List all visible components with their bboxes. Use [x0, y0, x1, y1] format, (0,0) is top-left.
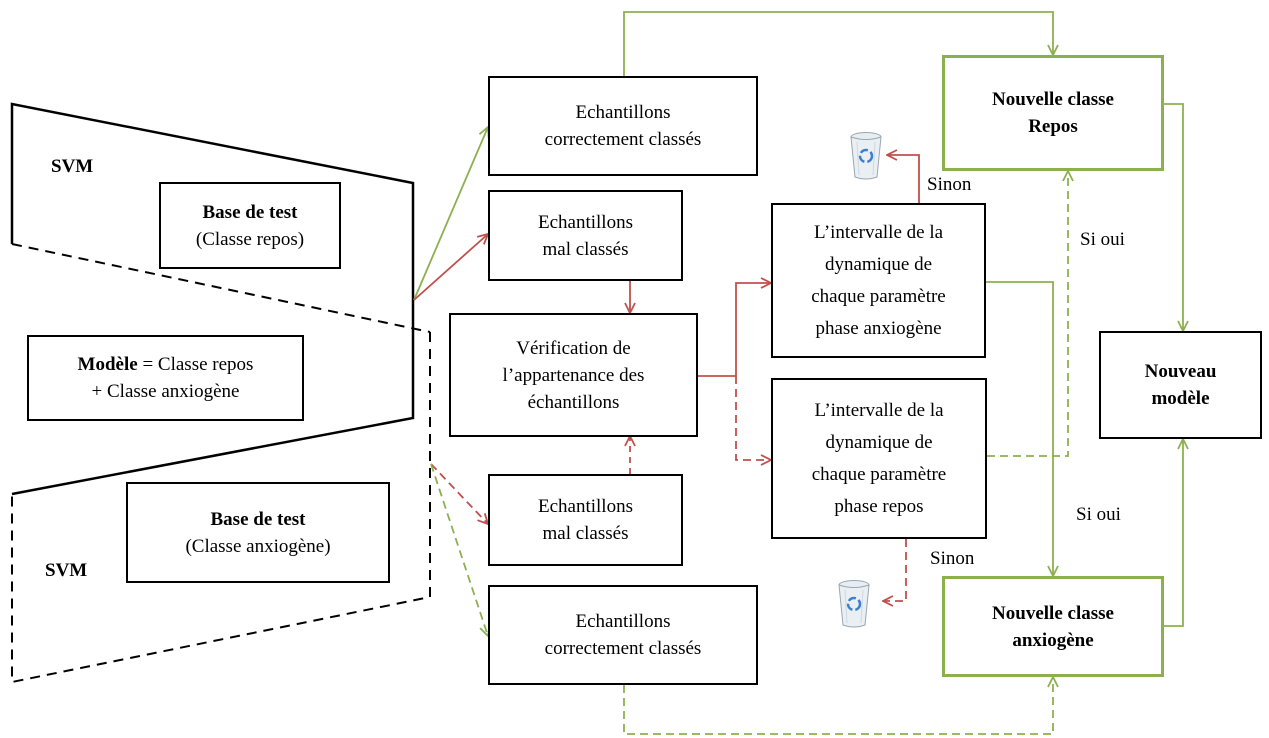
misclassified-top-box: Echantillons mal classés: [488, 190, 683, 281]
new-class-anxio-line1: Nouvelle classe: [992, 602, 1114, 624]
new-class-repos-line1: Nouvelle classe: [992, 89, 1114, 110]
recycle-bin-icon-top: [850, 132, 882, 180]
test-base-anxio-box: Base de test (Classe anxiogène): [126, 482, 390, 583]
correct-top-line1: Echantillons: [575, 102, 671, 123]
new-class-anxio-box: Nouvelle classe anxiogène: [942, 576, 1164, 677]
model-line1-rest: = Classe repos: [137, 354, 254, 375]
arrow-verification-to-interval-anxio: [698, 283, 771, 377]
arrow-correct-bottom-to-new-class-anxio: [623, 677, 1053, 735]
model-bold-label: Modèle: [77, 354, 138, 375]
correct-bottom-line2: correctement classés: [544, 638, 702, 659]
misclassified-top-line1: Echantillons: [538, 211, 633, 233]
new-class-anxio-line2: anxiogène: [1012, 629, 1094, 651]
new-model-line1: Nouveau: [1144, 361, 1217, 382]
arrow-to-misclassified-top: [413, 234, 488, 301]
interval-anxio-line3: chaque paramètre: [811, 285, 946, 307]
arrow-interval-repos-to-new-class-repos: [987, 171, 1068, 457]
test-base-repos-title: Base de test: [202, 201, 298, 223]
new-class-repos-box: Nouvelle classe Repos: [942, 55, 1164, 171]
recycle-bin-icon-bottom: [838, 580, 870, 628]
svm-region-top-outline: [10, 102, 415, 496]
model-line2: + Classe anxiogène: [91, 381, 240, 402]
sinon-top-label: Sinon: [927, 174, 972, 195]
si-oui-bottom-label: Si oui: [1076, 504, 1121, 525]
correct-bottom-line1: Echantillons: [575, 611, 671, 632]
verification-line3: échantillons: [527, 391, 620, 413]
new-model-box: Nouveau modèle: [1099, 331, 1262, 439]
new-class-repos-line2: Repos: [1028, 116, 1078, 137]
test-base-anxio-title: Base de test: [210, 508, 306, 530]
test-base-repos-box: Base de test (Classe repos): [159, 182, 341, 269]
interval-repos-box: L’intervalle de la dynamique de chaque p…: [771, 378, 987, 539]
correct-bottom-box: Echantillons correctement classés: [488, 585, 758, 685]
interval-anxio-box: L’intervalle de la dynamique de chaque p…: [771, 203, 986, 358]
interval-anxio-line4: phase anxiogène: [815, 317, 942, 339]
arrow-to-correct-top: [413, 127, 488, 301]
verification-line2: l’appartenance des: [502, 364, 645, 386]
arrow-correct-top-to-new-class-repos: [623, 11, 1053, 76]
test-base-repos-subtitle: (Classe repos): [195, 228, 305, 250]
svm-top-label: SVM: [51, 156, 94, 177]
model-box: Modèle = Classe repos + Classe anxiogène: [27, 335, 304, 421]
misclassified-bottom-box: Echantillons mal classés: [488, 474, 683, 566]
verification-box: Vérification de l’appartenance des échan…: [449, 313, 698, 437]
interval-anxio-line1: L’intervalle de la: [813, 221, 944, 243]
new-model-line2: modèle: [1151, 388, 1210, 409]
interval-anxio-line2: dynamique de: [824, 253, 933, 275]
arrow-interval-anxio-to-new-class-anxio: [986, 281, 1053, 576]
interval-repos-line1: L’intervalle de la: [814, 399, 944, 421]
test-base-anxio-subtitle: (Classe anxiogène): [185, 535, 331, 557]
sinon-bottom-label: Sinon: [930, 548, 975, 569]
si-oui-top-label: Si oui: [1080, 229, 1125, 250]
verification-line1: Vérification de: [516, 337, 631, 359]
svm-region-dashed-top-edge: [11, 243, 431, 333]
arrow-to-misclassified-bottom: [430, 463, 488, 524]
correct-top-box: Echantillons correctement classés: [488, 76, 758, 176]
arrow-interval-anxio-to-trash: [887, 155, 920, 203]
arrow-new-class-repos-to-new-model: [1164, 103, 1183, 331]
arrow-new-class-anxio-to-new-model: [1164, 439, 1183, 627]
misclassified-bottom-line2: mal classés: [542, 523, 629, 544]
svm-bottom-label: SVM: [45, 560, 88, 581]
svm-region-dashed-outline: [11, 332, 431, 684]
arrow-verification-to-interval-repos: [735, 376, 771, 460]
interval-repos-line3: chaque paramètre: [811, 463, 947, 485]
misclassified-top-line2: mal classés: [542, 238, 629, 260]
arrow-interval-repos-to-trash: [883, 539, 907, 601]
model-line1: Modèle = Classe repos: [78, 351, 254, 378]
misclassified-bottom-line1: Echantillons: [538, 496, 633, 517]
correct-top-line2: correctement classés: [544, 129, 702, 150]
arrow-to-correct-bottom: [430, 463, 488, 636]
interval-repos-line2: dynamique de: [825, 431, 933, 453]
interval-repos-line4: phase repos: [834, 495, 924, 517]
